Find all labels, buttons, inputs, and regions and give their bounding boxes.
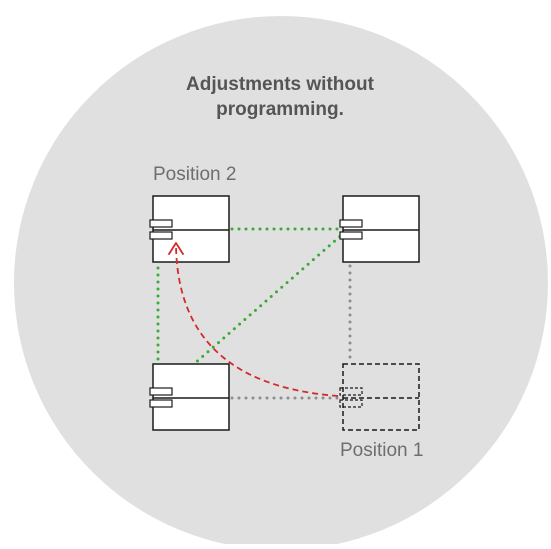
- connector-top: [339, 219, 363, 228]
- connector-bottom: [149, 399, 173, 408]
- diagram-title: Adjustments without programming.: [100, 72, 460, 122]
- connector-top: [149, 387, 173, 396]
- position-2-label: Position 2: [153, 164, 237, 185]
- unit-position-2: [149, 195, 230, 263]
- connector-top: [149, 219, 173, 228]
- position-1-label: Position 1: [340, 440, 424, 461]
- unit-position-1: [339, 363, 420, 431]
- move-arrow-path: [175, 245, 339, 397]
- unit-bottom-left: [149, 363, 230, 431]
- connector-bottom: [339, 399, 363, 408]
- connector-top: [339, 387, 363, 396]
- background-circle: [14, 16, 548, 549]
- connector-bottom: [339, 231, 363, 240]
- title-line-1: Adjustments without: [186, 74, 374, 95]
- connector-bottom: [149, 231, 173, 240]
- unit-top-right: [339, 195, 420, 263]
- move-arrowhead-icon: [168, 242, 184, 255]
- title-line-2: programming.: [216, 99, 344, 120]
